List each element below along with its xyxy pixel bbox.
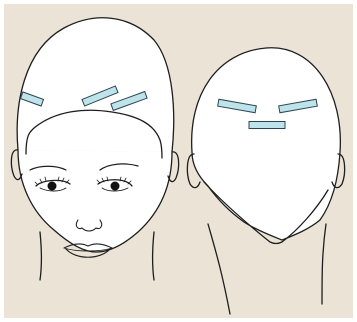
illustration-panel: [4, 4, 353, 318]
tape-strip-back-3: [249, 122, 285, 129]
head-taping-illustration: [4, 4, 353, 318]
